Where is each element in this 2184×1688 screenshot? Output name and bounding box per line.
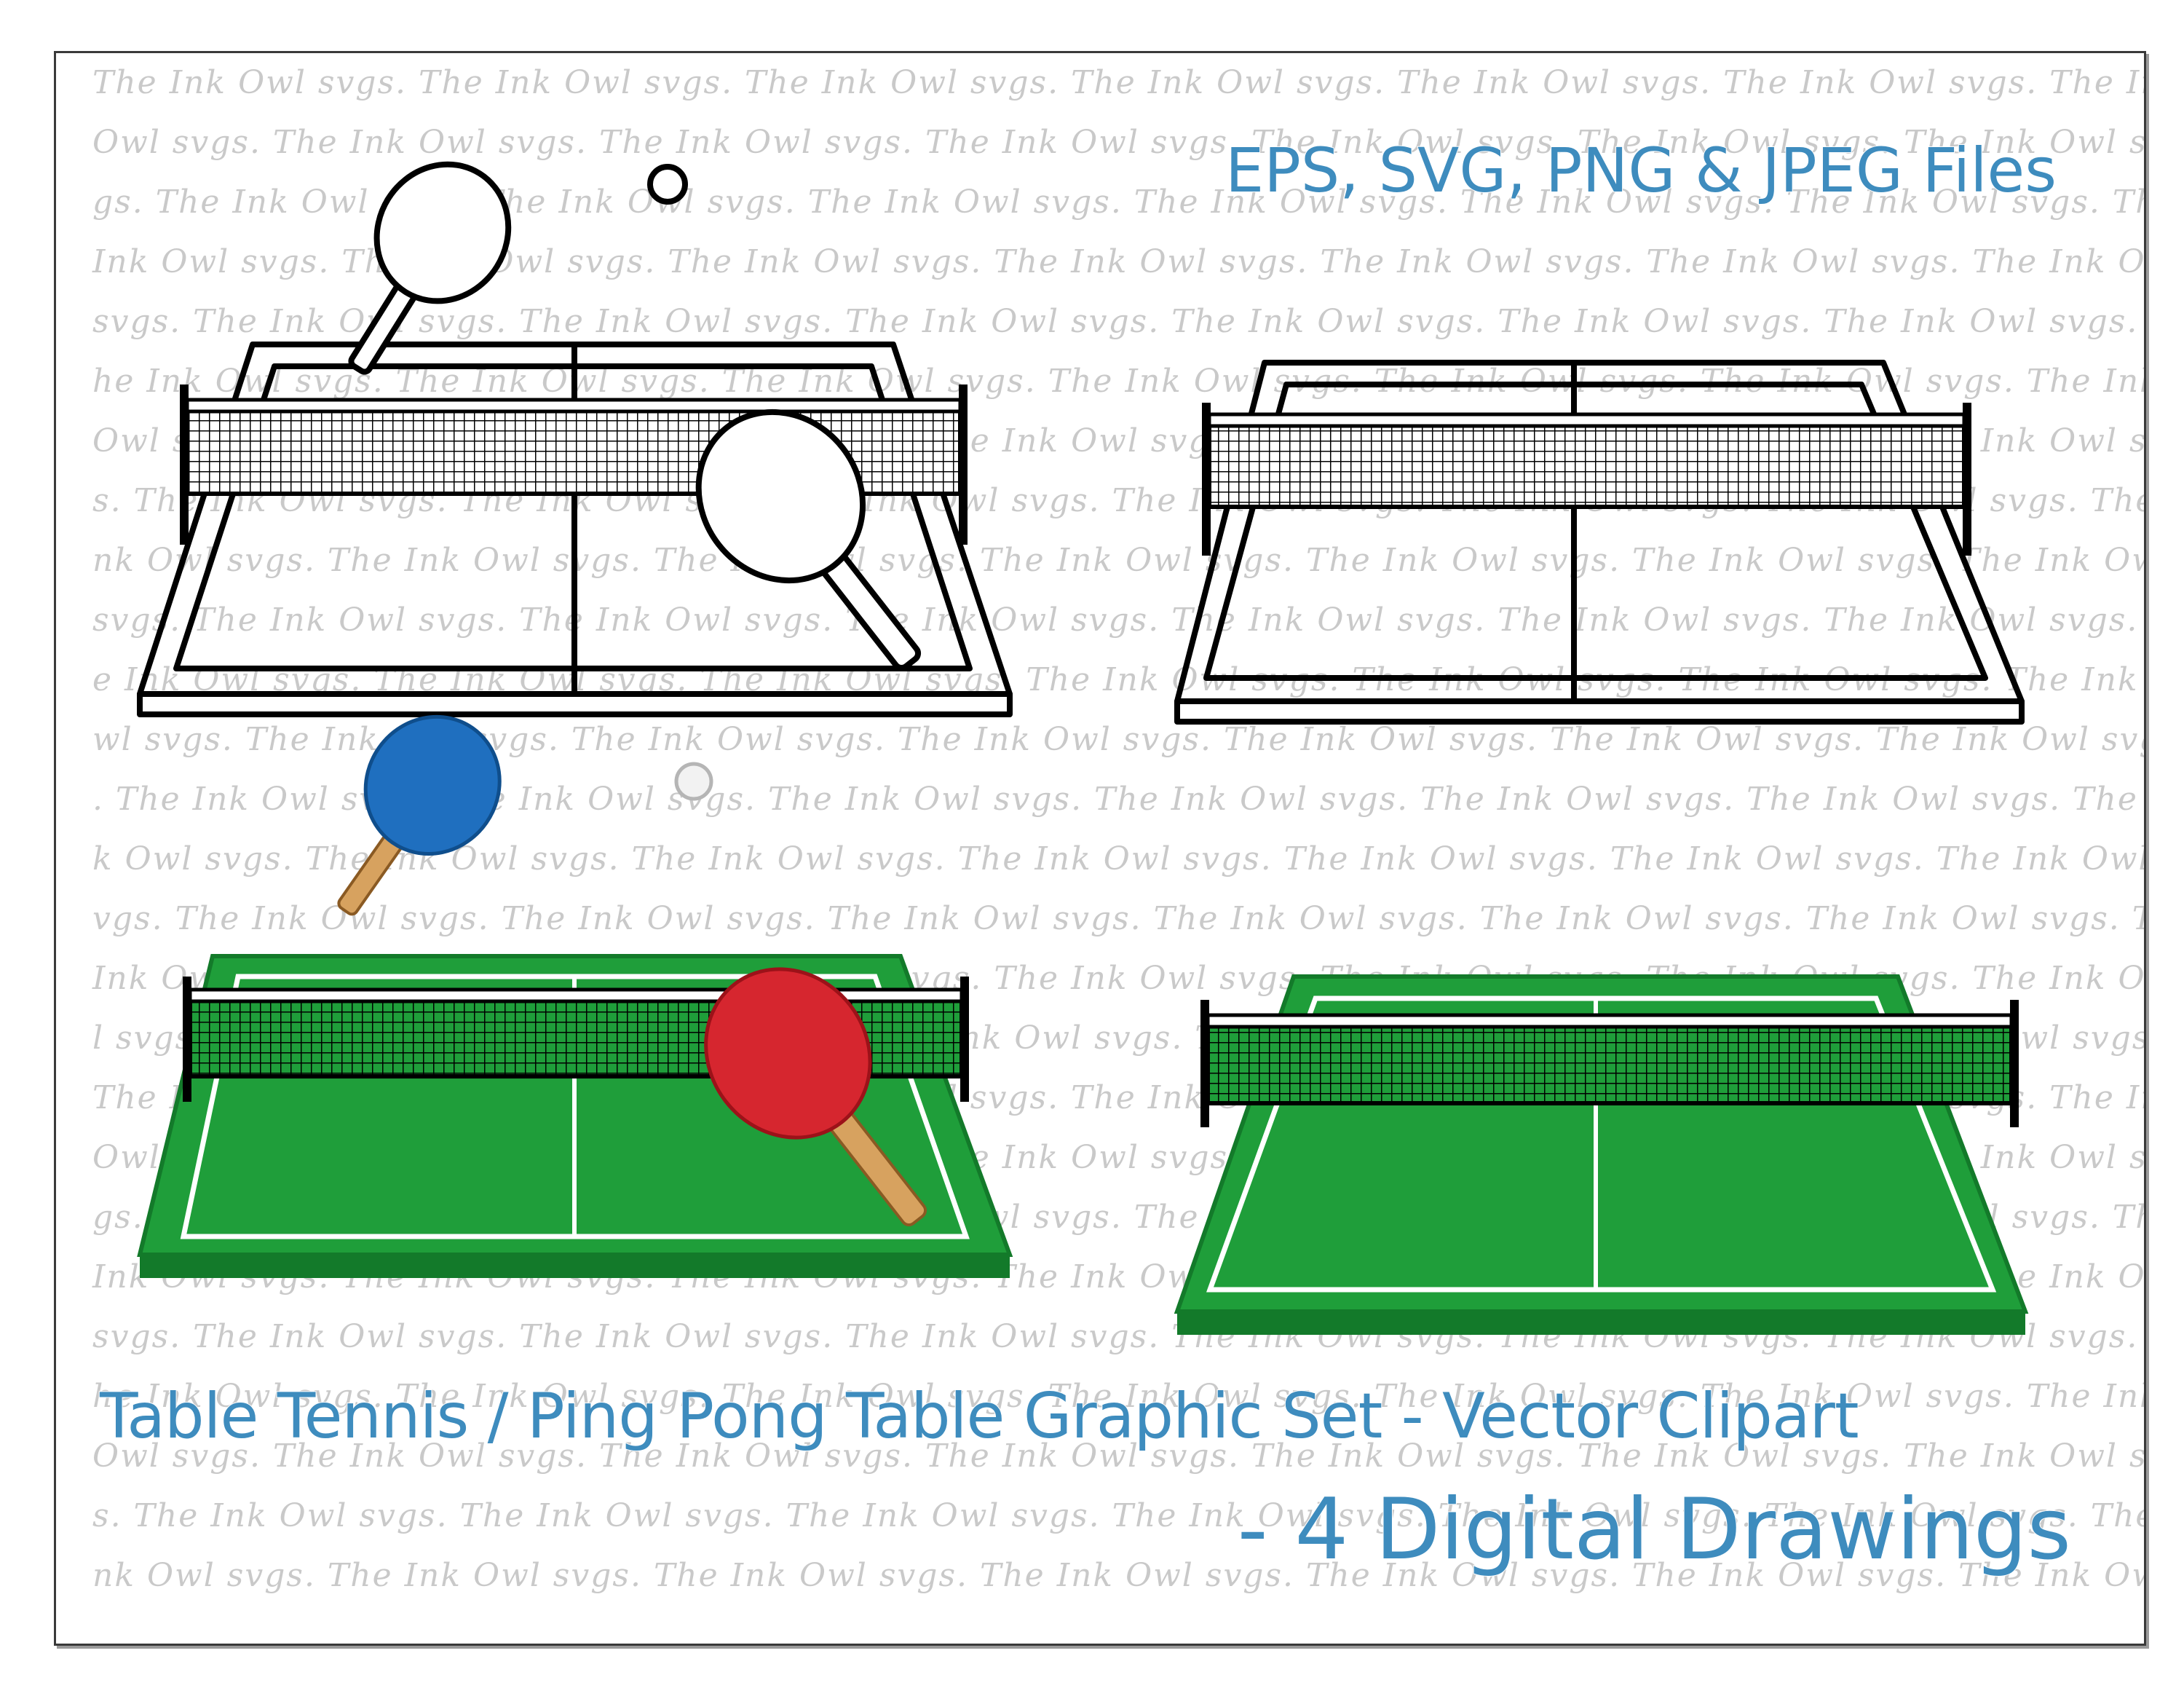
paddle-icon bbox=[348, 161, 512, 375]
watermark-line: he Ink Owl svgs. The Ink Owl svgs. The I… bbox=[92, 1378, 2144, 1415]
product-title: Table Tennis / Ping Pong Table Graphic S… bbox=[99, 1379, 1860, 1454]
watermark-line: nk Owl svgs. The Ink Owl svgs. The Ink O… bbox=[92, 542, 2144, 579]
artwork-frame: The Ink Owl svgs. The Ink Owl svgs. The … bbox=[54, 51, 2146, 1646]
red-paddle-icon bbox=[704, 967, 927, 1227]
paddle-icon bbox=[695, 409, 922, 671]
watermark-line: Owl svgs. The Ink Owl svgs. The Ink Owl … bbox=[92, 1437, 2144, 1475]
watermark-line: svgs. The Ink Owl svgs. The Ink Owl svgs… bbox=[92, 602, 2144, 639]
drawing-canvas bbox=[137, 161, 2029, 1335]
product-subtitle: - 4 Digital Drawings bbox=[1237, 1480, 2072, 1579]
watermark-line: svgs. The Ink Owl svgs. The Ink Owl svgs… bbox=[92, 303, 2144, 340]
table-net bbox=[1202, 403, 1971, 556]
outline-table bbox=[1174, 360, 2025, 725]
watermark-line: The Ink Owl svgs. The Ink Owl svgs. The … bbox=[92, 64, 2144, 101]
green-table bbox=[1174, 974, 2029, 1335]
file-formats-caption: EPS, SVG, PNG & JPEG Files bbox=[1224, 134, 2057, 207]
blue-paddle-icon bbox=[337, 714, 502, 916]
ball-icon bbox=[674, 762, 713, 801]
watermark-line: nk Owl svgs. The Ink Owl svgs. The Ink O… bbox=[92, 1557, 2144, 1594]
table-surface bbox=[137, 342, 1013, 717]
green-table-with-paddles bbox=[137, 714, 1013, 1278]
watermark-line: s. The Ink Owl svgs. The Ink Owl svgs. T… bbox=[92, 1497, 2144, 1534]
watermark-line: vgs. The Ink Owl svgs. The Ink Owl svgs.… bbox=[92, 900, 2144, 937]
watermark-line: Owl svgs. The Ink Owl svgs. The Ink Owl … bbox=[92, 124, 2144, 161]
ball-icon bbox=[647, 164, 688, 205]
outline-table-with-paddles bbox=[137, 161, 1013, 717]
table-net bbox=[1200, 1000, 2019, 1127]
